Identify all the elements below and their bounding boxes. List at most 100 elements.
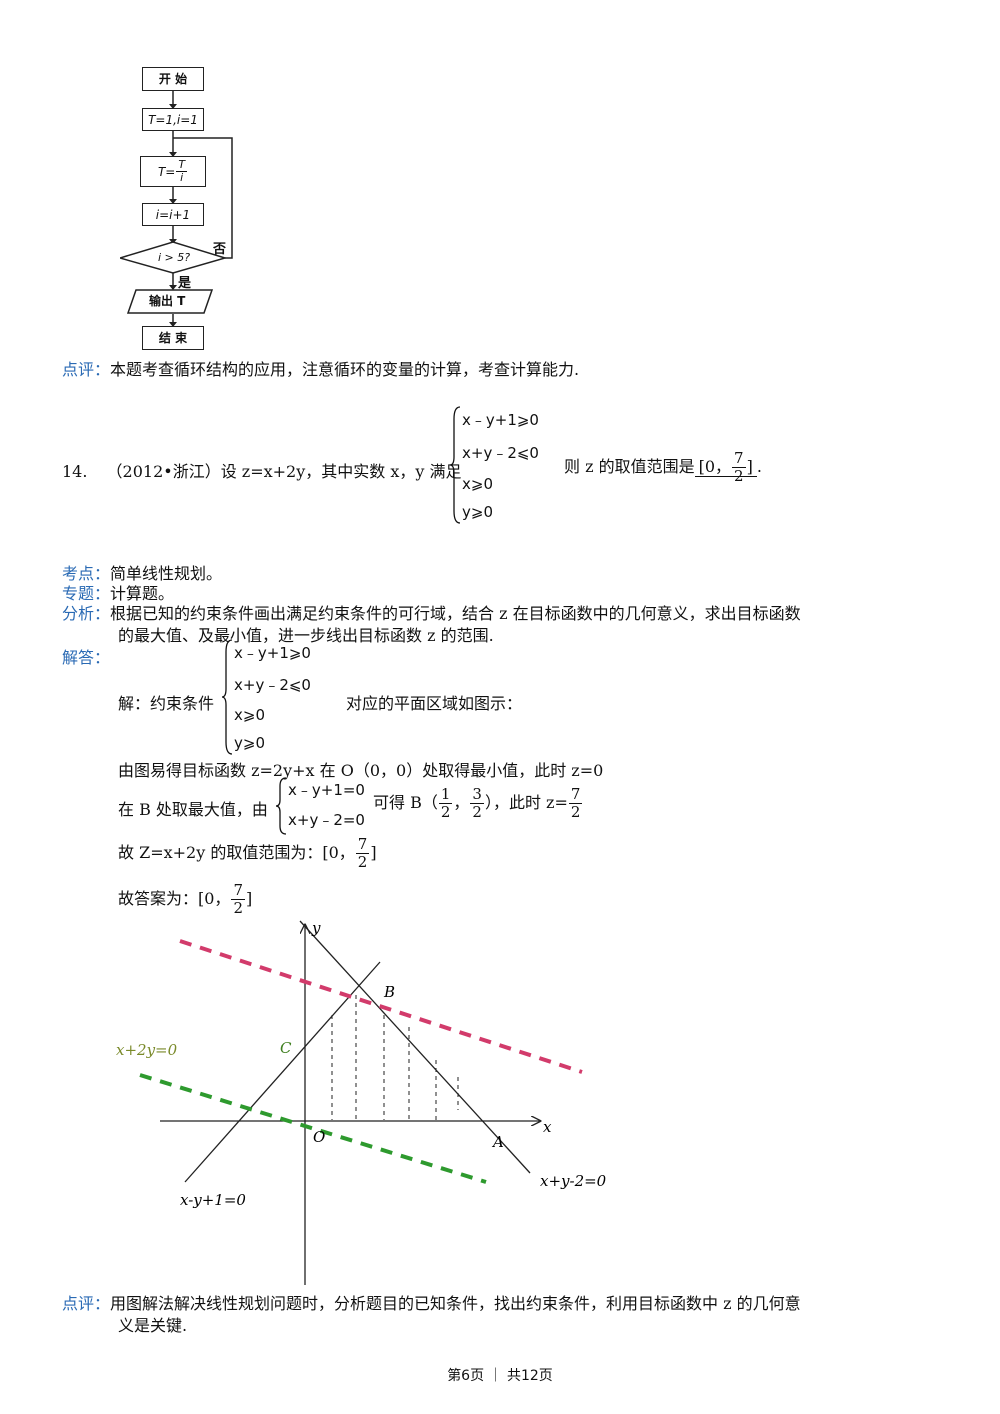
sol-min: 由图易得目标函数 z=2y+x 在 O（0，0）处取得最小值，此时 z=0 <box>118 761 604 780</box>
sol-comma: ， <box>453 793 470 812</box>
frac-num: 7 <box>231 881 245 900</box>
flow-yes-label: 是 <box>178 276 192 291</box>
q14-constraint-2: x+y﹣2⩽0 <box>462 444 539 462</box>
x-axis-label: x <box>543 1118 552 1136</box>
feasible-region-graph: y x B C O A x+2y=0 x-y+1=0 x+y-2=0 <box>116 919 607 1285</box>
objective-zero-line <box>139 1073 487 1184</box>
range-prefix: 故 Z=x+2y 的取值范围为：[0， <box>118 843 355 862</box>
flow-init: T=1,i=1 <box>142 108 204 131</box>
sol-close-text: ），此时 z= <box>484 793 568 812</box>
q14-period: . <box>756 457 762 476</box>
frac-num: T <box>176 158 188 172</box>
decision-diamond <box>120 241 228 274</box>
brace-icon <box>276 777 287 835</box>
line-x-y-plus-1 <box>184 961 381 1183</box>
review13: 点评：本题考查循环结构的应用，注意循环的变量的计算，考查计算能力. <box>62 356 579 380</box>
sol-constraint-system: x﹣y+1⩾0 x+y﹣2⩽0 x⩾0 y⩾0 <box>222 638 332 756</box>
sol-constraint-4: y⩾0 <box>234 734 265 752</box>
frac-num: 1 <box>438 785 453 804</box>
sol-constraint-2: x+y﹣2⩽0 <box>234 676 311 694</box>
fenxi-label: 分析： <box>62 604 111 623</box>
flow-increment: i=i+1 <box>142 203 204 226</box>
review14-label: 点评： <box>62 1294 111 1313</box>
objective-max-line <box>179 939 583 1074</box>
zhuanti-label: 专题： <box>62 584 111 603</box>
q14-constraint-system: x﹣y+1⩾0 x+y﹣2⩽0 x⩾0 y⩾0 <box>450 405 560 525</box>
page-footer: 第6页 ｜ 共12页 <box>447 1368 553 1384</box>
range-suffix: ] <box>370 843 377 862</box>
point-o-label: O <box>313 1128 325 1146</box>
review14-line2: 义是关键. <box>118 1316 188 1335</box>
answer-prefix: 故答案为：[0， <box>118 889 231 908</box>
sol-max-system: x﹣y+1=0 x+y﹣2=0 <box>276 776 376 836</box>
line-obj-label: x+2y=0 <box>116 1041 178 1059</box>
frac-num: 7 <box>732 449 746 468</box>
sol-get-text: 可得 B（ <box>373 793 438 812</box>
flow-condition: i > 5? <box>158 251 191 264</box>
q14-number: 14. <box>62 462 88 481</box>
frac-num: 3 <box>470 785 484 804</box>
q14-constraint-1: x﹣y+1⩾0 <box>462 411 539 429</box>
frac-den: 2 <box>472 803 482 821</box>
review13-text: 本题考查循环结构的应用，注意循环的变量的计算，考查计算能力. <box>110 360 580 379</box>
kaodian-text: 简单线性规划。 <box>110 564 223 583</box>
brace-icon <box>222 639 233 755</box>
q14-constraint-4: y⩾0 <box>462 503 493 521</box>
review14-line1: 用图解法解决线性规划问题时，分析题目的已知条件，找出约束条件，利用目标函数中 z… <box>110 1294 801 1313</box>
sol-constraint-1: x﹣y+1⩾0 <box>234 644 311 662</box>
flow-output: 输出 T <box>149 294 186 308</box>
sol-intro: 解：约束条件 <box>118 694 215 713</box>
zhuanti-text: 计算题。 <box>110 584 175 603</box>
frac-num: 7 <box>355 835 370 854</box>
answer-suffix: ] <box>245 889 253 908</box>
zhuanti: 专题：计算题。 <box>62 580 174 604</box>
feasible-region-hatch <box>331 995 459 1120</box>
brace-icon <box>450 406 461 524</box>
point-a-label: A <box>491 1133 504 1151</box>
review13-label: 点评： <box>62 360 111 379</box>
flow-assign-prefix: T= <box>157 164 176 179</box>
sol-max-prefix: 在 B 处取最大值，由 <box>118 800 268 819</box>
frac-den: 2 <box>440 803 451 821</box>
line-x-plus-y-minus-2 <box>299 920 531 1174</box>
frac-den: 2 <box>233 899 243 917</box>
flow-no-label: 否 <box>213 242 227 257</box>
q14-constraint-3: x⩾0 <box>462 475 493 493</box>
sol-region: 对应的平面区域如图示： <box>346 694 523 713</box>
flow-assign-t: T= T i <box>140 156 206 187</box>
q14-source: （2012•浙江）设 z=x+2y，其中实数 x，y 满足 <box>106 462 462 481</box>
q14-then: 则 z 的取值范围是 <box>564 457 695 476</box>
q14-stem: 14. （2012•浙江）设 z=x+2y，其中实数 x，y 满足 <box>62 458 462 482</box>
kaodian: 考点：简单线性规划。 <box>62 560 222 584</box>
frac-den: i <box>180 171 184 184</box>
fenxi-line1: 根据已知的约束条件画出满足约束条件的可行域，结合 z 在目标函数中的几何意义，求… <box>110 604 801 623</box>
sol-max-eq-1: x﹣y+1=0 <box>288 781 365 799</box>
answer-suffix: ] <box>746 457 753 476</box>
y-axis-label: y <box>311 919 321 937</box>
flow-assign-fraction: T i <box>176 158 188 184</box>
line2-label: x+y-2=0 <box>540 1172 607 1190</box>
output-parallelogram <box>126 289 214 314</box>
answer-prefix: [0， <box>698 457 732 476</box>
point-b-label: B <box>383 983 395 1001</box>
kaodian-label: 考点： <box>62 564 111 583</box>
review14: 点评：用图解法解决线性规划问题时，分析题目的已知条件，找出约束条件，利用目标函数… <box>62 1290 801 1314</box>
frac-den: 2 <box>734 467 744 485</box>
frac-den: 2 <box>570 803 581 821</box>
line1-label: x-y+1=0 <box>180 1191 246 1209</box>
fenxi: 分析：根据已知的约束条件画出满足约束条件的可行域，结合 z 在目标函数中的几何意… <box>62 600 801 624</box>
frac-num: 7 <box>568 785 583 804</box>
flowchart-connectors <box>120 91 233 327</box>
flow-start: 开 始 <box>142 67 204 91</box>
flow-end: 结 束 <box>142 326 204 350</box>
